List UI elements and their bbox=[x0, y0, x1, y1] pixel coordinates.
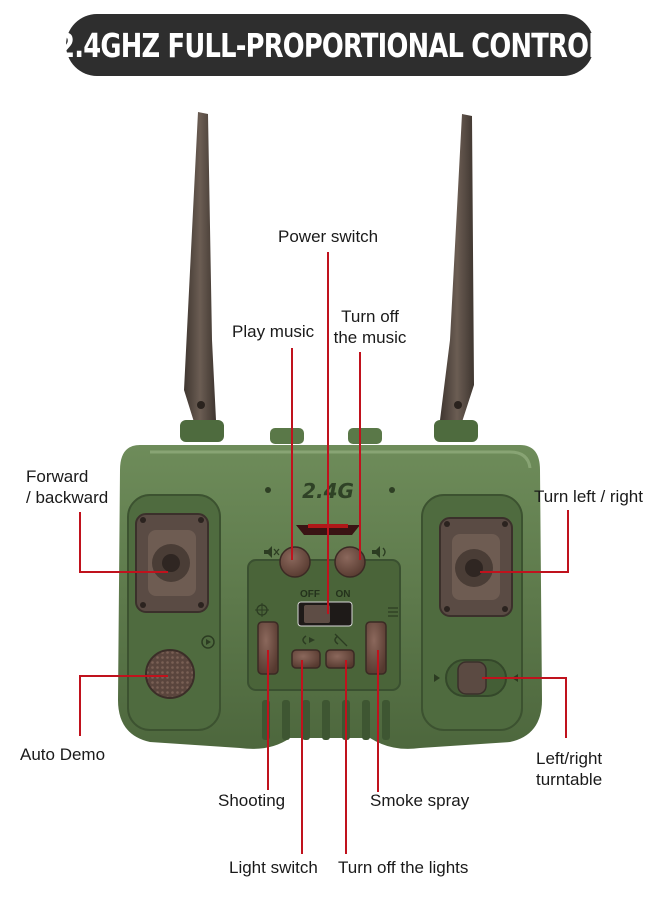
top-knob-right bbox=[348, 428, 382, 444]
turn-off-lights-button[interactable] bbox=[325, 649, 355, 669]
label-forward-backward: Forward / backward bbox=[26, 466, 108, 508]
light-icon bbox=[302, 635, 315, 645]
label-turn-left-right: Turn left / right bbox=[534, 487, 643, 506]
leader-turntable bbox=[482, 677, 567, 738]
label-shooting: Shooting bbox=[218, 791, 286, 810]
leader-forward-backward bbox=[79, 512, 168, 573]
label-smoke-spray: Smoke spray bbox=[370, 791, 470, 810]
speaker-icon bbox=[372, 546, 386, 558]
label-turn-off-music-line1: Turn off bbox=[341, 307, 399, 326]
play-icon bbox=[201, 635, 215, 649]
smoke-icon bbox=[388, 607, 398, 617]
light-switch-button[interactable] bbox=[291, 649, 321, 669]
smoke-spray-button[interactable] bbox=[365, 621, 387, 675]
label-forward-backward-line2: / backward bbox=[26, 488, 109, 507]
label-play-music: Play music bbox=[232, 322, 315, 341]
label-turn-off-music-line2: the music bbox=[333, 328, 407, 347]
label-turn-off-lights: Turn off the lights bbox=[338, 858, 469, 877]
leader-lines bbox=[79, 252, 569, 854]
label-light-switch: Light switch bbox=[229, 858, 318, 877]
label-turntable-line1: Left/right bbox=[536, 749, 603, 768]
label-auto-demo: Auto Demo bbox=[20, 745, 106, 764]
crosshair-icon bbox=[255, 603, 269, 617]
auto-demo-button[interactable] bbox=[145, 649, 195, 699]
label-power-switch: Power switch bbox=[278, 227, 379, 246]
left-antenna bbox=[180, 112, 224, 442]
banner-title: 2.4GHZ FULL-PROPORTIONAL CONTROL bbox=[56, 25, 604, 65]
title-banner: 2.4GHZ FULL-PROPORTIONAL CONTROL bbox=[57, 14, 604, 76]
turntable-slider[interactable] bbox=[434, 659, 518, 697]
power-switch[interactable] bbox=[297, 601, 353, 627]
label-forward-backward-line1: Forward bbox=[26, 467, 89, 486]
label-turntable-line2: turntable bbox=[536, 770, 603, 789]
right-antenna bbox=[434, 114, 478, 442]
top-knob-left bbox=[270, 428, 304, 444]
switch-off-label: OFF bbox=[300, 589, 320, 600]
mute-icon bbox=[264, 546, 280, 558]
label-turntable: Left/right turntable bbox=[536, 748, 602, 790]
label-turn-off-music: Turn off the music bbox=[330, 306, 410, 348]
switch-on-label: ON bbox=[336, 589, 351, 600]
leader-turn-left-right bbox=[480, 510, 569, 573]
light-off-icon bbox=[334, 633, 348, 647]
right-joystick[interactable] bbox=[439, 517, 513, 617]
leader-auto-demo bbox=[79, 675, 168, 736]
turn-off-music-button[interactable] bbox=[334, 546, 366, 578]
play-music-button[interactable] bbox=[279, 546, 311, 578]
left-joystick[interactable] bbox=[135, 513, 209, 613]
